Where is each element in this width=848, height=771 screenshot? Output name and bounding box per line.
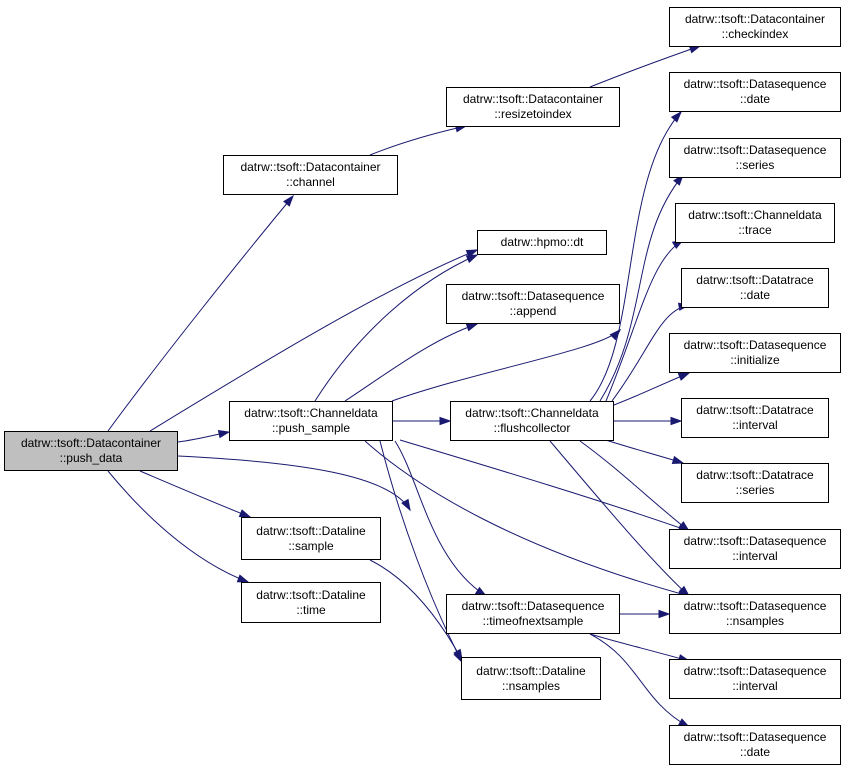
- edge-flushcollector-to-dt_interval: [613, 416, 683, 426]
- edge-push_data-to-push_sample: [177, 430, 231, 443]
- edge-push_data-to-dl_nsamples: [177, 455, 411, 512]
- node-label-line2: ::series: [735, 158, 775, 172]
- node-datasequence-nsamples[interactable]: datrw::tsoft::Datasequence::nsamples: [669, 594, 841, 634]
- edge-push_sample-to-ds_timeofnext: [394, 440, 488, 597]
- edge-dl_sample-to-dl_nsamples: [369, 559, 463, 662]
- node-datasequence-timeofnextsample[interactable]: datrw::tsoft::Datasequence::timeofnextsa…: [446, 594, 620, 634]
- node-label-line2: ::nsamples: [501, 678, 561, 693]
- node-label-line2: ::channel: [286, 175, 335, 189]
- node-label-line2: ::initialize: [730, 353, 780, 367]
- node-datasequence-date-1[interactable]: datrw::tsoft::Datasequence::date: [669, 72, 841, 112]
- node-datasequence-date-2[interactable]: datrw::tsoft::Datasequence::date: [669, 725, 841, 765]
- node-datasequence-interval-1[interactable]: datrw::tsoft::Datasequence::interval: [669, 529, 841, 569]
- edge-push_sample-to-hpmo_dt: [314, 254, 479, 402]
- node-datasequence-initialize[interactable]: datrw::tsoft::Datasequence::initialize: [669, 333, 841, 373]
- node-label-line1: datrw::tsoft::Datasequence: [683, 143, 827, 157]
- node-dataline-nsamples[interactable]: datrw::tsoft::Dataline::nsamples: [461, 657, 601, 700]
- node-label-line2: ::interval: [732, 549, 778, 563]
- node-dataline-sample[interactable]: datrw::tsoft::Dataline::sample: [241, 517, 381, 560]
- node-hpmo-dt[interactable]: datrw::hpmo::dt: [477, 230, 607, 255]
- node-label-line2: ::time: [296, 602, 326, 617]
- node-dataline-time[interactable]: datrw::tsoft::Dataline::time: [241, 582, 381, 623]
- node-datasequence-append[interactable]: datrw::tsoft::Datasequence::append: [446, 284, 620, 324]
- node-label-line2: ::interval: [732, 679, 778, 693]
- node-label-line2: ::append: [509, 304, 557, 318]
- edge-flushcollector-to-ds_date1: [589, 110, 683, 402]
- node-label-line1: datrw::tsoft::Datatrace: [696, 273, 814, 287]
- node-label-line1: datrw::tsoft::Datasequence: [683, 77, 827, 91]
- node-datatrace-series[interactable]: datrw::tsoft::Datatrace::series: [681, 463, 829, 503]
- node-label-line1: datrw::tsoft::Datatrace: [696, 468, 814, 482]
- node-label-line2: ::date: [739, 92, 771, 106]
- node-datatrace-date[interactable]: datrw::tsoft::Datatrace::date: [681, 268, 829, 308]
- node-label-line2: ::timeofnextsample: [482, 614, 584, 628]
- node-label-line1: datrw::tsoft::Datasequence: [683, 664, 827, 678]
- node-label-line1: datrw::tsoft::Datasequence: [683, 338, 827, 352]
- edge-flushcollector-to-ds_interval1: [579, 440, 691, 532]
- node-label-line1: datrw::tsoft::Dataline: [256, 587, 366, 602]
- edge-channel-to-resizetoindex: [369, 124, 468, 156]
- edge-push_data-to-dl_time: [107, 470, 250, 583]
- node-label-line1: datrw::tsoft::Datacontainer: [462, 92, 604, 106]
- node-datacontainer-resizetoindex[interactable]: datrw::tsoft::Datacontainer::resizetoind…: [446, 87, 620, 127]
- node-label-line1: datrw::tsoft::Datasequence: [683, 534, 827, 548]
- node-label-line1: datrw::tsoft::Datatrace: [696, 403, 814, 417]
- node-datasequence-interval-2[interactable]: datrw::tsoft::Datasequence::interval: [669, 659, 841, 699]
- node-label-line2: ::series: [735, 483, 775, 497]
- node-label-line1: datrw::hpmo::dt: [500, 235, 584, 249]
- node-label-line1: datrw::tsoft::Datasequence: [461, 599, 605, 613]
- node-label-line2: ::resizetoindex: [494, 107, 572, 121]
- edge-flushcollector-to-ds_nsamples: [549, 440, 691, 598]
- edge-push_sample-to-ds_nsamples: [364, 440, 691, 598]
- node-label-line1: datrw::tsoft::Dataline: [476, 663, 586, 678]
- node-datasequence-series[interactable]: datrw::tsoft::Datasequence::series: [669, 138, 841, 178]
- edge-push_sample-to-ds_date1: [391, 328, 622, 402]
- edge-ds_timeofnext-to-ds_interval2: [589, 633, 691, 663]
- node-label-line2: ::flushcollector: [493, 421, 571, 435]
- node-label-line2: ::trace: [738, 223, 772, 237]
- node-label-line1: datrw::tsoft::Datasequence: [461, 289, 605, 303]
- edge-ds_timeofnext-to-ds_nsamples: [619, 609, 671, 619]
- node-label-line2: ::date: [739, 745, 771, 759]
- node-channeldata-flushcollector[interactable]: datrw::tsoft::Channeldata::flushcollecto…: [450, 401, 614, 441]
- edge-push_data-to-dl_sample: [139, 470, 252, 518]
- node-label-line1: datrw::tsoft::Channeldata: [465, 406, 599, 420]
- node-label-line2: ::push_data: [59, 451, 123, 465]
- node-label-line1: datrw::tsoft::Dataline: [256, 523, 366, 538]
- node-label-line1: datrw::tsoft::Channeldata: [244, 406, 378, 420]
- edge-flushcollector-to-ds_initialize: [613, 372, 691, 406]
- node-datacontainer-checkindex[interactable]: datrw::tsoft::Datacontainer::checkindex: [669, 7, 841, 47]
- node-label-line1: datrw::tsoft::Datasequence: [683, 730, 827, 744]
- node-datatrace-interval[interactable]: datrw::tsoft::Datatrace::interval: [681, 398, 829, 438]
- edge-push_data-to-channel: [107, 194, 294, 432]
- node-label-line2: ::nsamples: [725, 614, 785, 628]
- edge-push_sample-to-ds_interval1: [399, 439, 691, 532]
- node-label-line2: ::checkindex: [721, 27, 789, 41]
- node-datacontainer-channel[interactable]: datrw::tsoft::Datacontainer::channel: [223, 155, 398, 195]
- node-label-line2: ::sample: [288, 538, 334, 553]
- edge-push_sample-to-ds_append: [344, 323, 479, 402]
- node-label-line1: datrw::tsoft::Channeldata: [688, 208, 822, 222]
- node-label-line1: datrw::tsoft::Datacontainer: [684, 12, 826, 26]
- node-label-line2: ::push_sample: [271, 421, 351, 435]
- node-label-line2: ::date: [739, 288, 771, 302]
- node-channeldata-push-sample[interactable]: datrw::tsoft::Channeldata::push_sample: [229, 401, 393, 441]
- node-label-line2: ::interval: [732, 418, 778, 432]
- node-channeldata-trace[interactable]: datrw::tsoft::Channeldata::trace: [675, 203, 835, 243]
- node-label-line1: datrw::tsoft::Datasequence: [683, 599, 827, 613]
- node-label-line1: datrw::tsoft::Datacontainer: [240, 160, 381, 174]
- node-push-data: datrw::tsoft::Datacontainer::push_data: [4, 431, 178, 471]
- edge-push_sample-to-flushcollector: [392, 416, 452, 426]
- node-label-line1: datrw::tsoft::Datacontainer: [20, 436, 162, 450]
